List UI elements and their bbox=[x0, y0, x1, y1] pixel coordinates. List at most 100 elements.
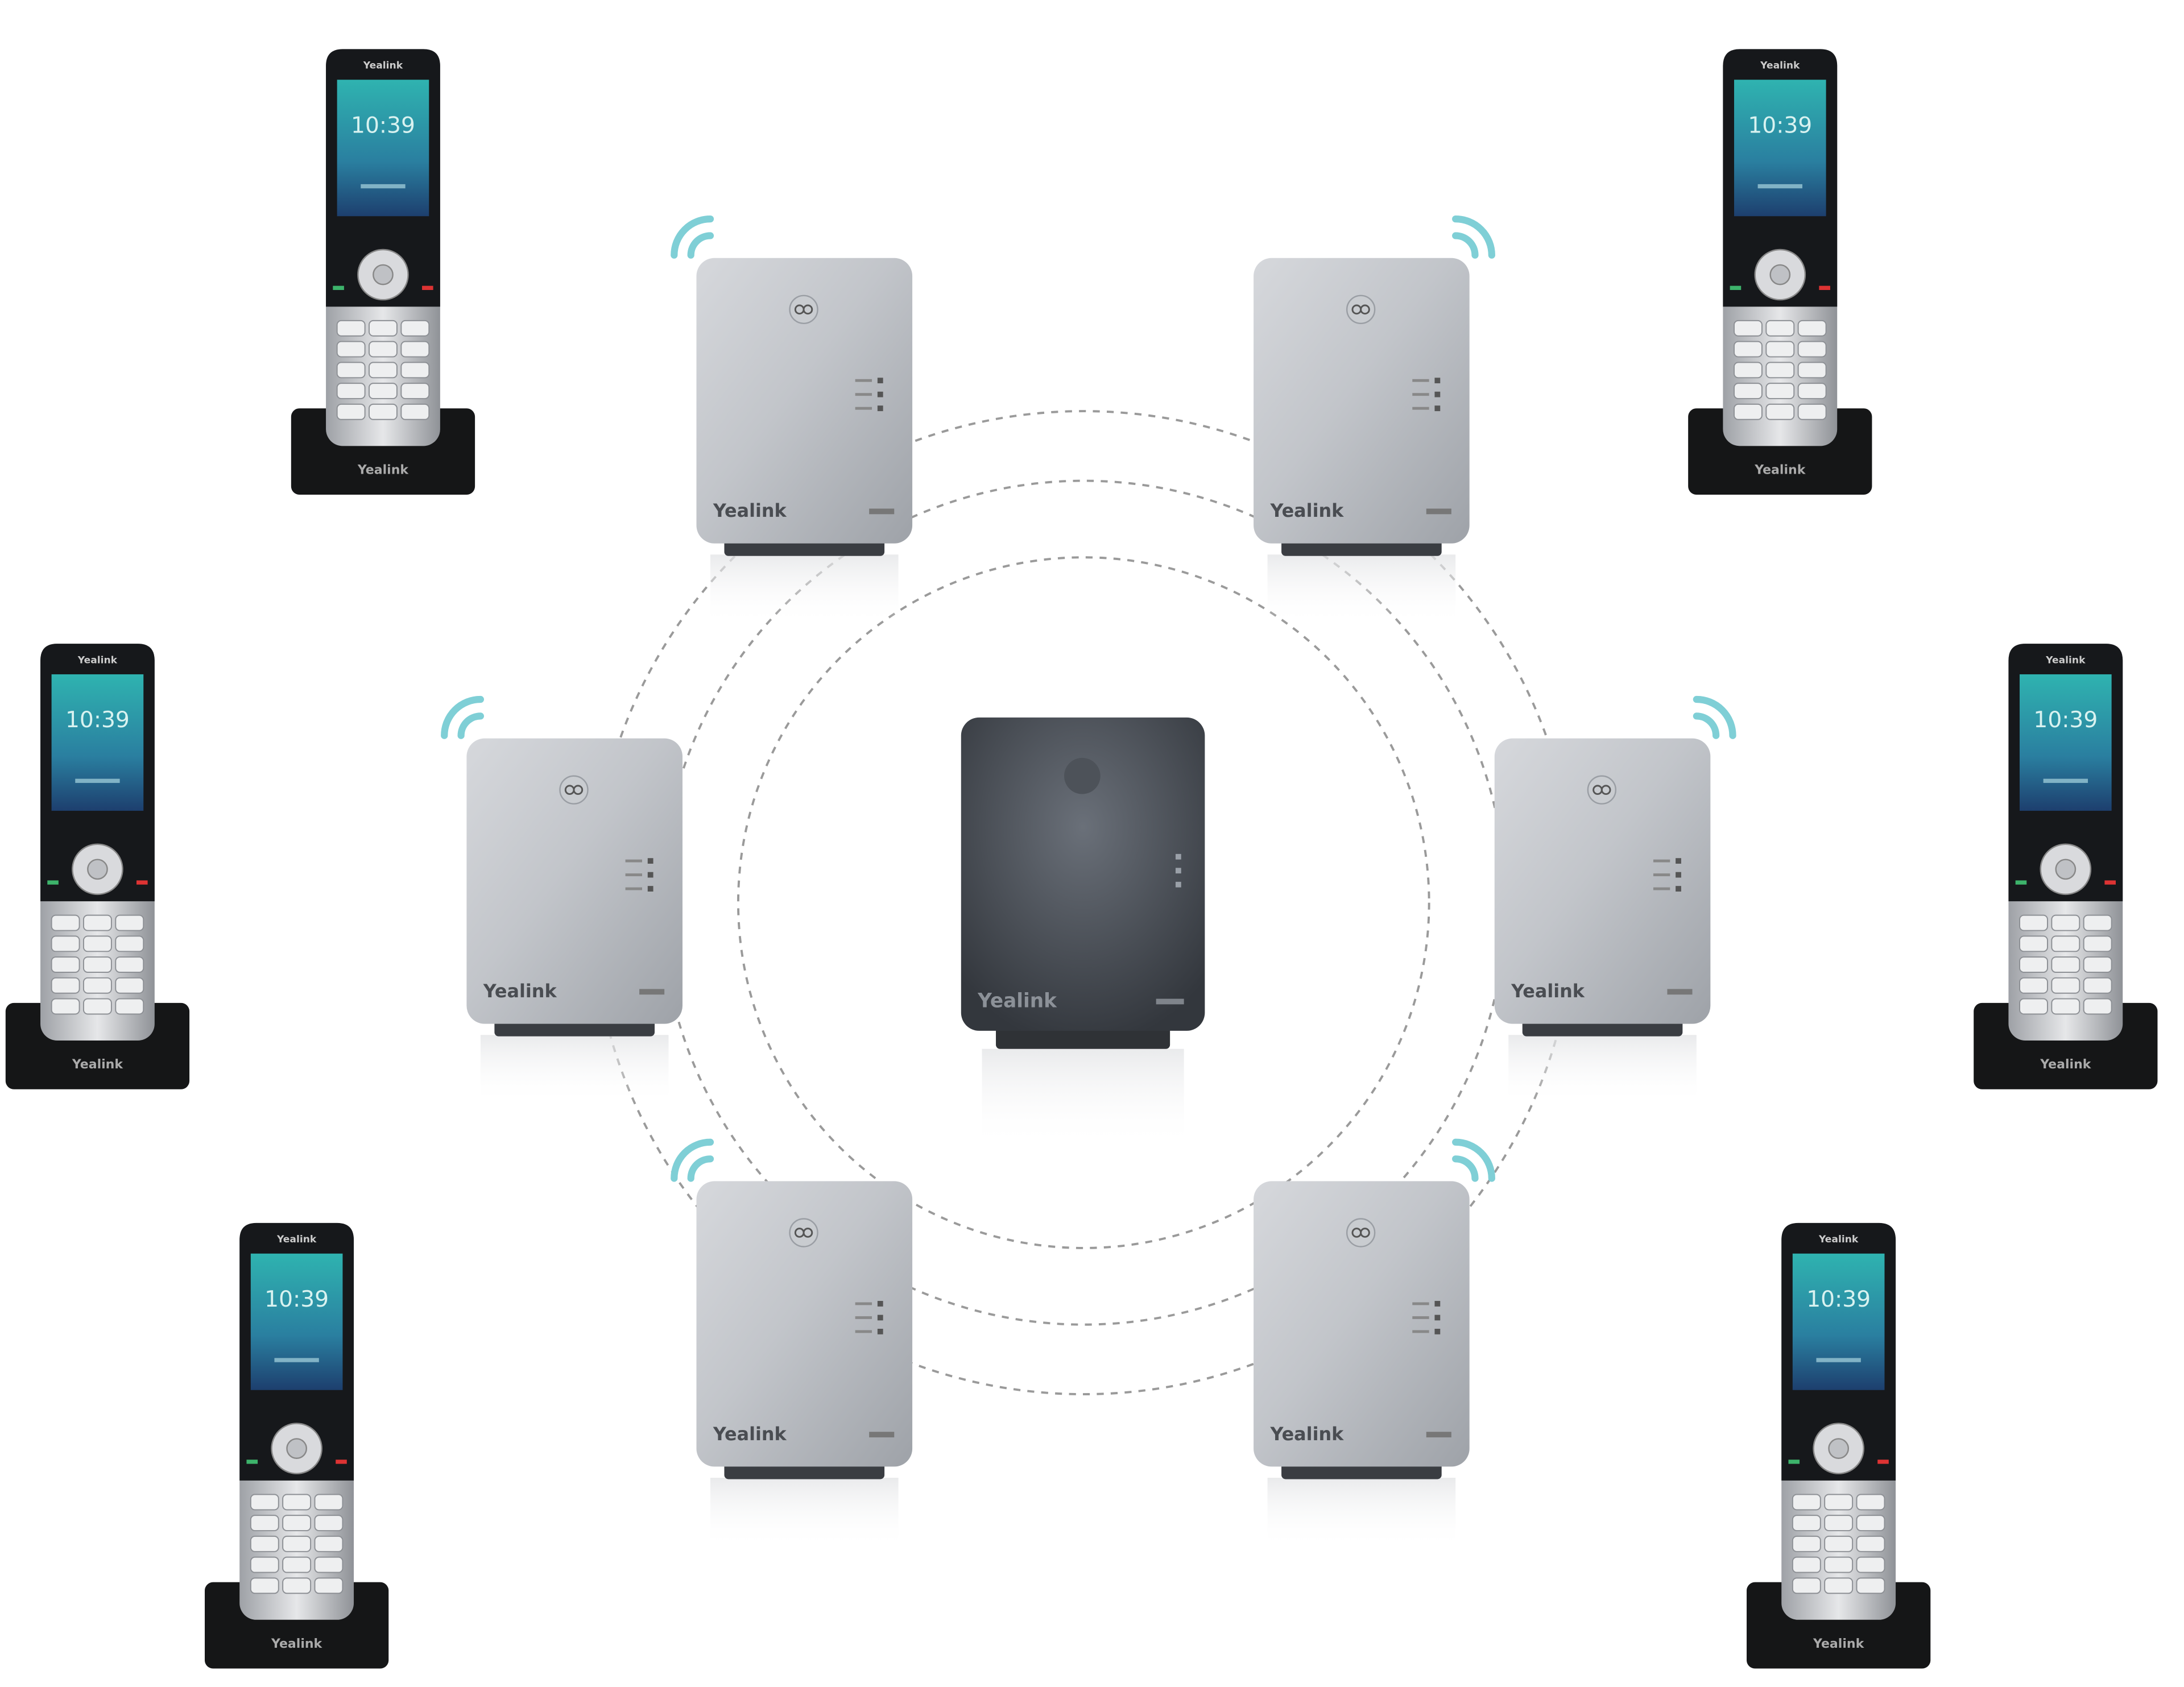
keypad-key[interactable] bbox=[1797, 383, 1827, 400]
end-call-key-icon[interactable] bbox=[336, 1460, 347, 1464]
keypad-key[interactable] bbox=[1797, 362, 1827, 379]
keypad-key[interactable] bbox=[51, 935, 80, 952]
keypad-key[interactable] bbox=[336, 341, 366, 358]
keypad-key[interactable] bbox=[1734, 320, 1763, 337]
keypad-key[interactable] bbox=[250, 1577, 279, 1594]
keypad-key[interactable] bbox=[82, 935, 112, 952]
keypad-key[interactable] bbox=[2019, 956, 2048, 973]
keypad-key[interactable] bbox=[1797, 403, 1827, 420]
keypad-key[interactable] bbox=[314, 1556, 344, 1573]
keypad-key[interactable] bbox=[369, 362, 398, 379]
keypad-key[interactable] bbox=[250, 1556, 279, 1573]
keypad-key[interactable] bbox=[336, 320, 366, 337]
keypad-key[interactable] bbox=[336, 362, 366, 379]
keypad-key[interactable] bbox=[1734, 341, 1763, 358]
keypad-key[interactable] bbox=[1765, 341, 1795, 358]
keypad-key[interactable] bbox=[314, 1535, 344, 1552]
keypad-key[interactable] bbox=[1765, 403, 1795, 420]
end-call-key-icon[interactable] bbox=[422, 285, 433, 291]
keypad-key[interactable] bbox=[1734, 362, 1763, 379]
keypad-key[interactable] bbox=[250, 1515, 279, 1532]
keypad-key[interactable] bbox=[2051, 935, 2080, 952]
call-key-icon[interactable] bbox=[47, 880, 59, 885]
keypad-key[interactable] bbox=[82, 956, 112, 973]
keypad-key[interactable] bbox=[1824, 1535, 1854, 1552]
keypad-key[interactable] bbox=[1792, 1535, 1821, 1552]
keypad-key[interactable] bbox=[51, 914, 80, 931]
keypad-key[interactable] bbox=[82, 914, 112, 931]
keypad-key[interactable] bbox=[2083, 977, 2112, 994]
keypad-key[interactable] bbox=[1792, 1515, 1821, 1532]
keypad-key[interactable] bbox=[115, 956, 144, 973]
keypad-key[interactable] bbox=[1765, 383, 1795, 400]
keypad-key[interactable] bbox=[2051, 998, 2080, 1015]
keypad-key[interactable] bbox=[400, 383, 430, 400]
ok-button[interactable] bbox=[373, 264, 394, 285]
keypad-key[interactable] bbox=[400, 320, 430, 337]
ok-button[interactable] bbox=[87, 859, 108, 880]
keypad-key[interactable] bbox=[282, 1535, 312, 1552]
keypad-key[interactable] bbox=[1734, 383, 1763, 400]
keypad-key[interactable] bbox=[1765, 320, 1795, 337]
keypad-key[interactable] bbox=[400, 362, 430, 379]
keypad-key[interactable] bbox=[1765, 362, 1795, 379]
keypad-key[interactable] bbox=[51, 998, 80, 1015]
keypad-key[interactable] bbox=[314, 1494, 344, 1511]
keypad-key[interactable] bbox=[282, 1515, 312, 1532]
keypad-key[interactable] bbox=[369, 341, 398, 358]
call-key-icon[interactable] bbox=[1730, 285, 1742, 291]
keypad-key[interactable] bbox=[115, 914, 144, 931]
ok-button[interactable] bbox=[286, 1438, 307, 1459]
end-call-key-icon[interactable] bbox=[136, 880, 148, 885]
end-call-key-icon[interactable] bbox=[1819, 285, 1830, 291]
keypad-key[interactable] bbox=[1734, 403, 1763, 420]
keypad-key[interactable] bbox=[336, 403, 366, 420]
keypad-key[interactable] bbox=[1824, 1494, 1854, 1511]
keypad-key[interactable] bbox=[2019, 914, 2048, 931]
keypad-key[interactable] bbox=[2019, 998, 2048, 1015]
keypad-key[interactable] bbox=[82, 998, 112, 1015]
keypad-key[interactable] bbox=[1824, 1556, 1854, 1573]
keypad-key[interactable] bbox=[2083, 914, 2112, 931]
keypad-key[interactable] bbox=[2083, 956, 2112, 973]
keypad-key[interactable] bbox=[1797, 320, 1827, 337]
keypad-key[interactable] bbox=[314, 1577, 344, 1594]
keypad-key[interactable] bbox=[250, 1535, 279, 1552]
keypad-key[interactable] bbox=[314, 1515, 344, 1532]
call-key-icon[interactable] bbox=[246, 1460, 258, 1464]
keypad-key[interactable] bbox=[400, 341, 430, 358]
keypad-key[interactable] bbox=[1856, 1577, 1885, 1594]
keypad-key[interactable] bbox=[282, 1494, 312, 1511]
keypad-key[interactable] bbox=[2051, 914, 2080, 931]
keypad-key[interactable] bbox=[51, 956, 80, 973]
keypad-key[interactable] bbox=[369, 383, 398, 400]
keypad-key[interactable] bbox=[2051, 977, 2080, 994]
keypad-key[interactable] bbox=[400, 403, 430, 420]
end-call-key-icon[interactable] bbox=[1877, 1460, 1889, 1464]
keypad-key[interactable] bbox=[1856, 1515, 1885, 1532]
keypad-key[interactable] bbox=[82, 977, 112, 994]
keypad-key[interactable] bbox=[2019, 977, 2048, 994]
ok-button[interactable] bbox=[1828, 1438, 1850, 1459]
call-key-icon[interactable] bbox=[2015, 880, 2027, 885]
keypad-key[interactable] bbox=[115, 935, 144, 952]
keypad-key[interactable] bbox=[2083, 998, 2112, 1015]
call-key-icon[interactable] bbox=[1788, 1460, 1800, 1464]
keypad-key[interactable] bbox=[1856, 1494, 1885, 1511]
keypad-key[interactable] bbox=[1824, 1577, 1854, 1594]
ok-button[interactable] bbox=[1769, 264, 1791, 285]
keypad-key[interactable] bbox=[115, 977, 144, 994]
keypad-key[interactable] bbox=[1856, 1556, 1885, 1573]
keypad-key[interactable] bbox=[1792, 1494, 1821, 1511]
keypad-key[interactable] bbox=[1792, 1556, 1821, 1573]
keypad-key[interactable] bbox=[1792, 1577, 1821, 1594]
keypad-key[interactable] bbox=[2083, 935, 2112, 952]
keypad-key[interactable] bbox=[1824, 1515, 1854, 1532]
end-call-key-icon[interactable] bbox=[2104, 880, 2116, 885]
call-key-icon[interactable] bbox=[333, 285, 344, 291]
keypad-key[interactable] bbox=[51, 977, 80, 994]
keypad-key[interactable] bbox=[2051, 956, 2080, 973]
keypad-key[interactable] bbox=[1856, 1535, 1885, 1552]
keypad-key[interactable] bbox=[115, 998, 144, 1015]
keypad-key[interactable] bbox=[282, 1556, 312, 1573]
